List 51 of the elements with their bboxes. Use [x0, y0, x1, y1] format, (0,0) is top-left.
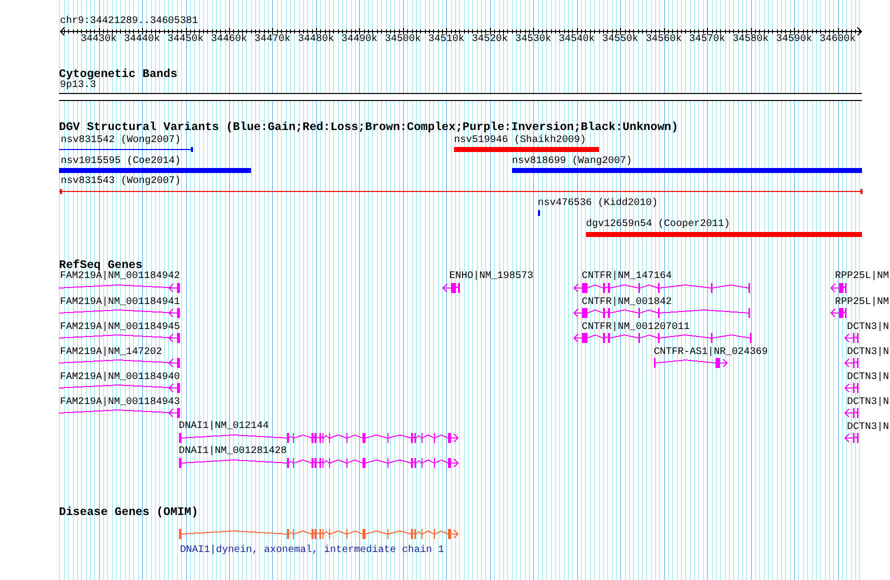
feature-label: FAM219A|NM_001184941: [60, 298, 180, 308]
feature-label: ENHO|NM_198573: [449, 272, 534, 282]
feature-label: nsv519946 (Shaikh2009): [454, 136, 586, 146]
feature-label: nsv1015595 (Coe2014): [60, 157, 181, 168]
feature-label: CNTFR|NM_147164: [582, 272, 672, 282]
feature-label: CNTFR-AS1|NR_024369: [654, 348, 768, 358]
feature-label: FAM219A|NM_001184945: [60, 322, 180, 333]
feature-label: nsv831542 (Wong2007): [60, 136, 181, 146]
band-label: 9p13.3: [60, 81, 96, 92]
feature-label: nsv476536 (Kidd2010): [538, 198, 658, 209]
tick-label: 34450k: [168, 35, 204, 46]
tick-label: 34430k: [80, 35, 117, 46]
feature-label: dgv12659n54 (Cooper2011): [586, 220, 730, 230]
feature-label: CNTFR|NM_001842: [582, 298, 672, 308]
tick-label: 34570k: [689, 35, 726, 46]
feature-label: RPP25L|NM: [834, 272, 889, 282]
tick-label: 34470k: [254, 35, 290, 46]
tick-label: 34480k: [298, 35, 334, 46]
tick-label: 34440k: [124, 35, 160, 46]
tick-label: 34580k: [732, 35, 769, 46]
tick-label: 34460k: [211, 35, 248, 46]
feature-label: FAM219A|NM_001184942: [60, 272, 180, 282]
feature-label: DCTN3|N: [846, 398, 889, 408]
tick-label: 34590k: [776, 35, 812, 46]
feature-label: FAM219A|NM_001184943: [60, 398, 180, 408]
feature-label: DCTN3|N: [846, 348, 889, 358]
track-heading: Cytogenetic Bands: [59, 68, 178, 81]
tick-label: 34510k: [428, 35, 464, 46]
tick-label: 34530k: [515, 35, 552, 46]
feature-label: DNAI1|dynein, axonemal, intermediate chain 1: [180, 546, 444, 556]
tick-label: 34600k: [820, 35, 856, 46]
locus-label: chr9:34421289..34605381: [60, 17, 198, 28]
tick-label: 34520k: [472, 35, 508, 46]
feature-label: FAM219A|NM_001184940: [60, 372, 180, 383]
feature-label: DNAI1|NM_001281428: [178, 447, 287, 458]
feature-label: DCTN3|N: [846, 372, 889, 383]
feature-label: DCTN3|N: [846, 322, 889, 333]
tick-label: 34540k: [558, 35, 595, 46]
feature-label: RPP25L|NM: [834, 298, 889, 308]
feature-label: nsv831543 (Wong2007): [60, 177, 181, 188]
tick-label: 34500k: [384, 35, 421, 46]
track-heading: Disease Genes (OMIM): [59, 506, 198, 519]
feature-label: FAM219A|NM_147202: [60, 348, 162, 358]
track-heading: DGV Structural Variants (Blue:Gain;Red:Loss;Brown:Complex;Purple:Inversion;Black:Unknown): [59, 122, 678, 134]
feature-label: CNTFR|NM_001207011: [582, 322, 690, 333]
feature-label: nsv818699 (Wang2007): [512, 157, 632, 168]
tick-label: 34560k: [646, 35, 682, 46]
feature-label: DNAI1|NM_012144: [178, 422, 269, 432]
tick-label: 34490k: [341, 35, 378, 46]
tick-label: 34550k: [602, 35, 638, 46]
feature-label: DCTN3|N: [846, 422, 889, 433]
